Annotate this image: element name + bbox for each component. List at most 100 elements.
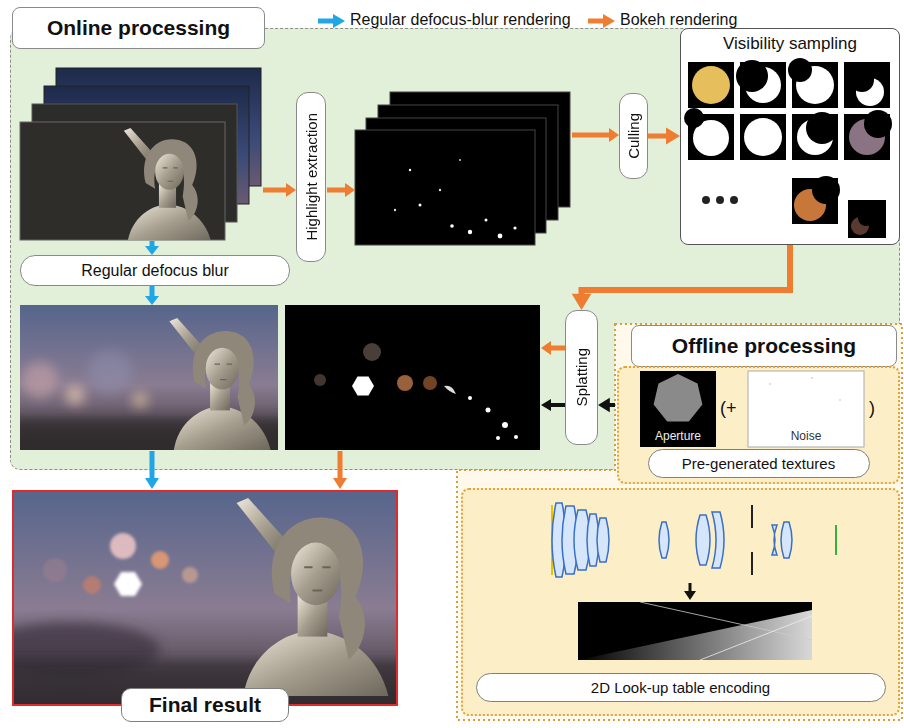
visibility-samples (684, 108, 704, 128)
flow-arrows (549, 346, 565, 351)
operator-label: ) (869, 398, 875, 419)
bokeh-image (468, 396, 472, 400)
label-anchor: Aperture (640, 429, 716, 443)
flow-arrows (338, 451, 343, 479)
lens-diagram (659, 522, 669, 558)
bokeh-image (314, 374, 326, 386)
legend-samples (588, 19, 604, 24)
label-anchor: Noise (748, 429, 864, 443)
final-image (83, 576, 101, 594)
connector-line (648, 134, 667, 139)
final-image (0, 490, 410, 720)
bokeh-image (486, 408, 491, 413)
legend-entry: Regular defocus-blur rendering (350, 11, 571, 29)
highlight-image-stack (450, 224, 454, 228)
flow-arrows (550, 403, 565, 407)
blurred-image (10, 305, 290, 458)
lens-diagram (835, 525, 837, 555)
panel-heading: Offline processing (631, 325, 897, 367)
lens-diagram (772, 525, 777, 555)
connector-line (582, 245, 791, 295)
bokeh-image (363, 343, 381, 361)
lens-diagram (597, 518, 609, 562)
lens-diagram (712, 512, 724, 568)
lens-diagram (751, 505, 753, 528)
bokeh-image (352, 377, 374, 396)
visibility-samples (730, 196, 738, 204)
lens-diagram (552, 503, 792, 577)
highlight-image-stack (498, 234, 503, 239)
process-box: Highlight extraction (296, 92, 326, 262)
arrow-head (572, 294, 592, 310)
visibility-samples (806, 112, 838, 144)
bokeh-image (285, 305, 540, 450)
flow-arrows (541, 399, 551, 411)
lens-diagram (696, 515, 710, 565)
highlight-image-stack (409, 169, 411, 171)
blurred-image (88, 350, 132, 394)
final-image (237, 498, 389, 696)
legend-entry: Bokeh rendering (620, 11, 737, 29)
final-image (182, 567, 198, 583)
lens-diagram (640, 602, 812, 640)
highlight-image-stack (355, 130, 535, 245)
flow-arrows (263, 188, 288, 193)
lens-diagram (461, 488, 900, 716)
flow-arrows (150, 451, 155, 479)
arrow-head (666, 128, 680, 145)
highlight-image-stack (419, 204, 422, 207)
lens-diagram (578, 602, 812, 660)
arrow-head (598, 398, 610, 412)
input-image-stack (124, 128, 211, 240)
process-label: Regular defocus blur (81, 262, 229, 280)
process-box: Regular defocus blur (20, 255, 290, 286)
flow-arrows (145, 246, 159, 255)
visibility-samples (740, 114, 786, 160)
flow-connector (648, 128, 680, 145)
lens-diagram (461, 488, 900, 716)
texture-images (654, 374, 703, 422)
flow-arrows (145, 478, 159, 489)
bokeh-image (423, 376, 437, 390)
visibility-samples (844, 62, 890, 108)
flow-arrows (541, 341, 551, 355)
legend-text: Bokeh rendering (620, 11, 737, 29)
visibility-samples (680, 28, 900, 245)
highlight-image-stack (485, 219, 488, 222)
process-label: Culling (625, 113, 642, 159)
sampling-box: Visibility sampling (680, 28, 900, 245)
final-image (151, 551, 169, 569)
bokeh-image (285, 305, 540, 450)
texture-images (811, 377, 813, 379)
visibility-samples (680, 28, 900, 245)
final-image (43, 558, 67, 582)
texture-images (839, 399, 841, 401)
blurred-image (169, 318, 270, 450)
blurred-image (132, 392, 148, 408)
bokeh-image (514, 435, 518, 439)
texture-box: Pre-generated textures (617, 366, 900, 484)
visibility-samples (864, 110, 892, 138)
highlight-image-stack (468, 230, 472, 234)
highlight-image-stack (513, 226, 516, 229)
legend-samples (603, 14, 615, 28)
box-title: Visibility sampling (723, 34, 857, 54)
blurred-image (20, 318, 278, 450)
flow-arrows (345, 183, 355, 197)
texture-images (617, 366, 900, 484)
process-label: Splatting (573, 348, 590, 406)
highlight-image-stack (355, 92, 570, 245)
visibility-samples (848, 200, 886, 238)
visibility-samples (788, 58, 812, 82)
flow-arrows (286, 183, 296, 197)
lens-diagram (578, 610, 812, 660)
visibility-samples (744, 118, 782, 156)
flow-arrows (609, 128, 619, 142)
highlight-image-stack (394, 209, 396, 211)
visibility-samples (850, 68, 874, 92)
image-label: Aperture (640, 429, 716, 443)
flow-arrows (150, 286, 155, 297)
highlight-image-stack (439, 189, 441, 191)
blurred-image (65, 385, 85, 405)
